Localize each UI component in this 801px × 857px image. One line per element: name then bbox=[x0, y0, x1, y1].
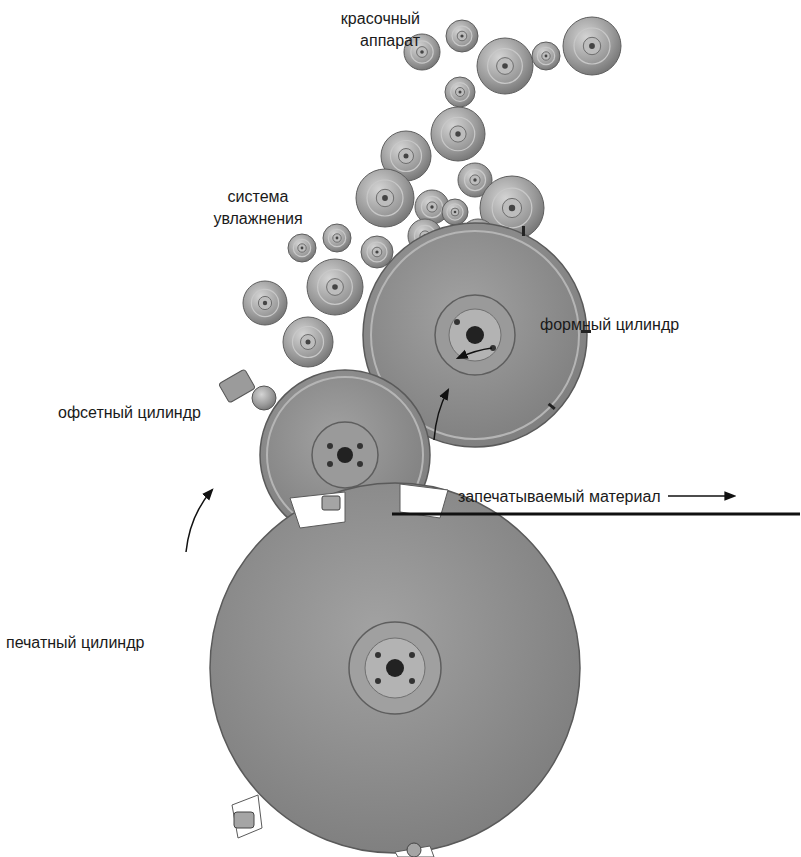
offset-cylinder-label: офсетный цилиндр bbox=[58, 402, 258, 424]
substrate-line bbox=[392, 513, 800, 516]
direction-arrow bbox=[668, 495, 734, 497]
impression-cylinder-label: печатный цилиндр bbox=[6, 632, 206, 654]
dampening-label: система увлажнения bbox=[212, 186, 304, 230]
plate-cylinder-label: формный цилиндр bbox=[540, 314, 740, 336]
ink-unit-label: красочный аппарат bbox=[318, 8, 420, 52]
substrate-label: запечатываемый материал bbox=[458, 486, 663, 508]
impression-cylinder bbox=[210, 483, 580, 857]
rotation-arrows bbox=[186, 348, 492, 552]
